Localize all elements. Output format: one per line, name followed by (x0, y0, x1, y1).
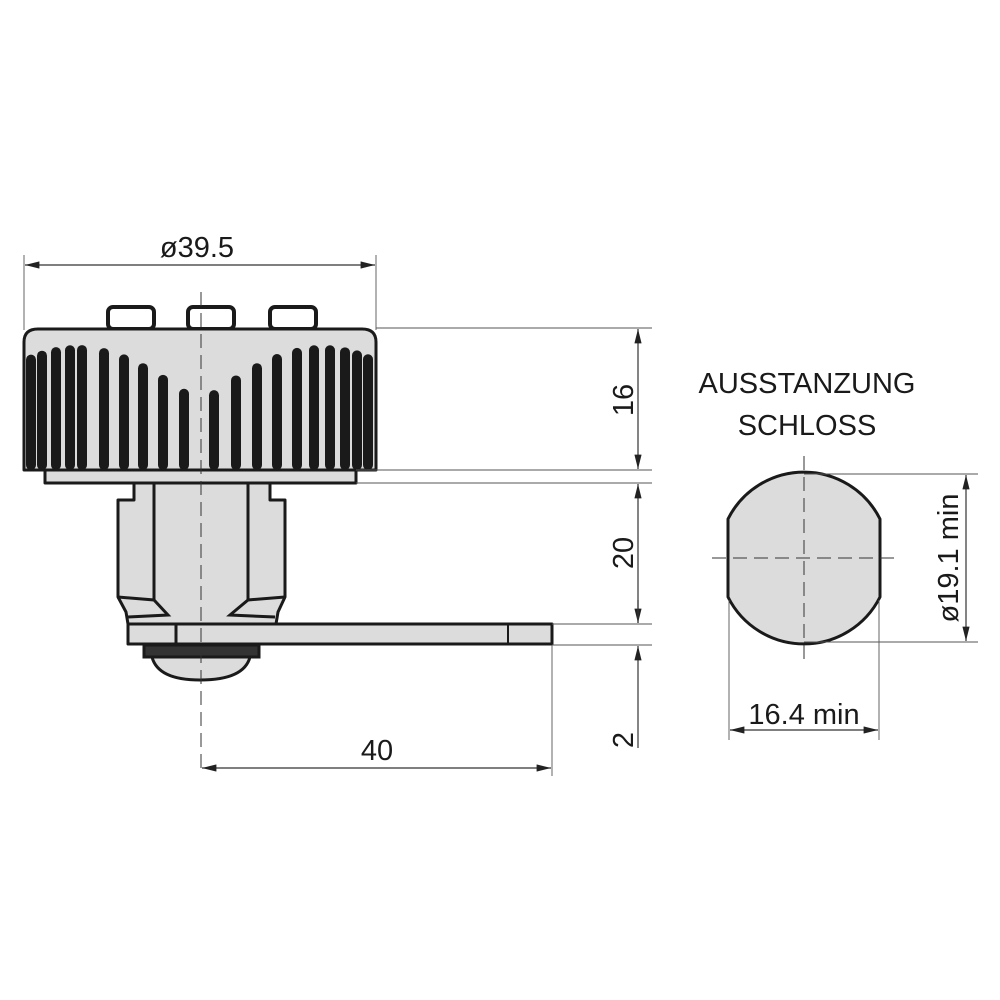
label-cutout-diameter: ø19.1 min (933, 494, 965, 623)
ridge (26, 354, 36, 470)
cutout-title-line1: AUSSTANZUNG (699, 368, 916, 400)
label-cam-length: 40 (361, 735, 393, 767)
cutout-title-line2: SCHLOSS (738, 410, 877, 442)
ridge (51, 347, 61, 470)
cutout-extension-lines (728, 473, 978, 740)
ridge (340, 347, 350, 470)
ridge (309, 345, 319, 470)
ridge (99, 348, 109, 470)
cap-ridges (26, 345, 373, 470)
ridge (138, 363, 148, 470)
ridge (77, 345, 87, 470)
ridge (179, 388, 189, 470)
lock-dome (150, 655, 252, 682)
lock-cap (22, 327, 378, 472)
ridge (292, 347, 302, 470)
ridge (363, 354, 373, 470)
label-body-length: 20 (608, 537, 640, 569)
label-cam-thickness: 2 (608, 732, 640, 748)
extension-lines (23, 255, 652, 776)
ridge (231, 375, 241, 470)
cap-screws (106, 305, 318, 331)
ridge (209, 390, 219, 470)
ridge (158, 374, 168, 470)
ridge (272, 354, 282, 470)
ridge (352, 350, 362, 470)
ridge (65, 345, 75, 470)
ridge (37, 350, 47, 470)
lock-side-view (22, 305, 554, 682)
label-cap-diameter: ø39.5 (160, 232, 234, 264)
ridge (252, 363, 262, 470)
label-cutout-width: 16.4 min (748, 699, 859, 731)
ridge (119, 354, 129, 470)
lock-body (112, 481, 287, 626)
label-cap-height: 16 (608, 384, 640, 416)
cam-plate (126, 622, 554, 646)
ridge (325, 345, 335, 470)
